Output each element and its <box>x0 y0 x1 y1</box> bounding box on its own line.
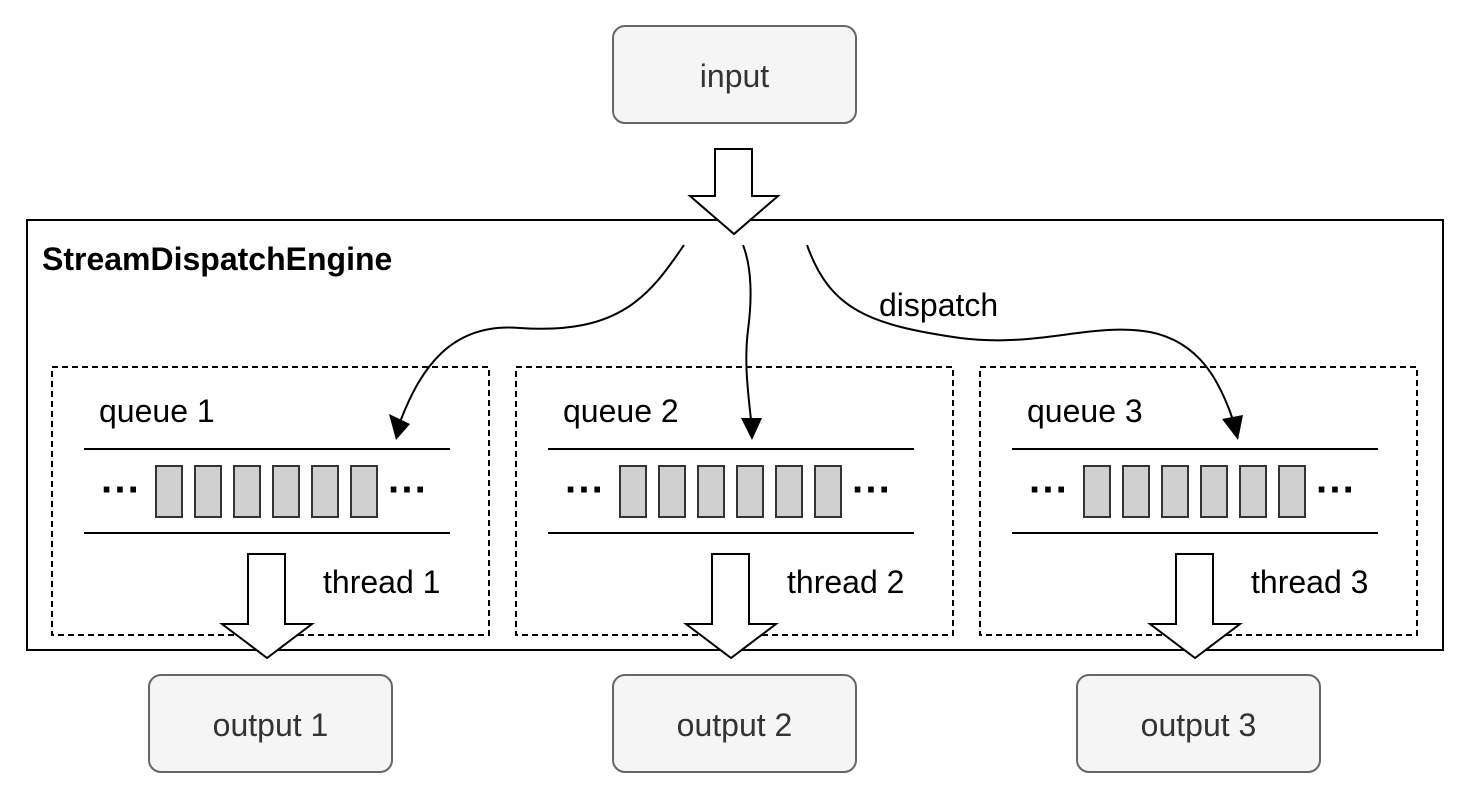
dispatch-curve-3 <box>806 244 1234 421</box>
queue-2-right-ellipsis: ··· <box>852 468 892 512</box>
queue-1-cell <box>311 465 339 518</box>
output-node-1-label: output 1 <box>213 707 329 743</box>
queue-1-left-ellipsis: ··· <box>101 468 141 512</box>
input-node-box <box>612 25 857 124</box>
lane-3: queue 3 ··· ··· thread 3 <box>979 366 1418 660</box>
dispatch-arrows: dispatch <box>389 244 1243 440</box>
queue-3-cell <box>1122 465 1150 518</box>
queue-2-cell <box>619 465 647 518</box>
queue-3-cell <box>1278 465 1306 518</box>
queue-1-cell <box>272 465 300 518</box>
queue-3-cell <box>1083 465 1111 518</box>
queue-2-cell <box>736 465 764 518</box>
output-node-1-box <box>148 674 393 773</box>
queue-3-cell <box>1200 465 1228 518</box>
output-node-2-label: output 2 <box>677 707 793 743</box>
input-block-arrow <box>687 148 781 236</box>
dispatch-arrowhead-2 <box>741 418 762 440</box>
queue-1-cell <box>233 465 261 518</box>
queue-3-right-ellipsis: ··· <box>1316 468 1356 512</box>
queue-2-label: queue 2 <box>563 393 679 429</box>
lane-1: queue 1 ··· ··· thread 1 <box>51 366 490 660</box>
queue-2-cell <box>775 465 803 518</box>
thread-3-block-arrow <box>1147 553 1243 660</box>
dispatch-label: dispatch <box>879 287 998 323</box>
thread-3-label: thread 3 <box>1251 564 1368 600</box>
thread-1-block-arrow <box>219 553 315 660</box>
queue-3-cell <box>1239 465 1267 518</box>
output-node-3-label: output 3 <box>1141 707 1257 743</box>
lane-2: queue 2 ··· ··· thread 2 <box>515 366 954 660</box>
dispatch-arrowhead-1 <box>389 414 410 440</box>
output-node-3[interactable]: output 3 <box>1076 674 1321 773</box>
queue-2-cell <box>658 465 686 518</box>
thread-2-block-arrow <box>683 553 779 660</box>
output-node-1[interactable]: output 1 <box>148 674 393 773</box>
dispatch-curve-2 <box>742 244 752 421</box>
thread-1-label: thread 1 <box>323 564 440 600</box>
dispatch-curve-1 <box>399 244 685 423</box>
queue-2-cell <box>697 465 725 518</box>
dispatch-arrowhead-3 <box>1222 415 1243 440</box>
queue-1-cell <box>194 465 222 518</box>
thread-2-label: thread 2 <box>787 564 904 600</box>
queue-3-left-ellipsis: ··· <box>1029 468 1069 512</box>
queue-3-cell <box>1161 465 1189 518</box>
output-node-2-box <box>612 674 857 773</box>
engine-title: StreamDispatchEngine <box>42 241 392 277</box>
input-node[interactable]: input <box>612 25 857 124</box>
queue-1-cell <box>350 465 378 518</box>
output-node-2[interactable]: output 2 <box>612 674 857 773</box>
output-node-3-box <box>1076 674 1321 773</box>
queue-2-cell <box>814 465 842 518</box>
input-node-label: input <box>700 58 770 94</box>
queue-1-right-ellipsis: ··· <box>388 468 428 512</box>
queue-3-label: queue 3 <box>1027 393 1143 429</box>
queue-1-label: queue 1 <box>99 393 215 429</box>
queue-2-left-ellipsis: ··· <box>565 468 605 512</box>
queue-1-cell <box>155 465 183 518</box>
